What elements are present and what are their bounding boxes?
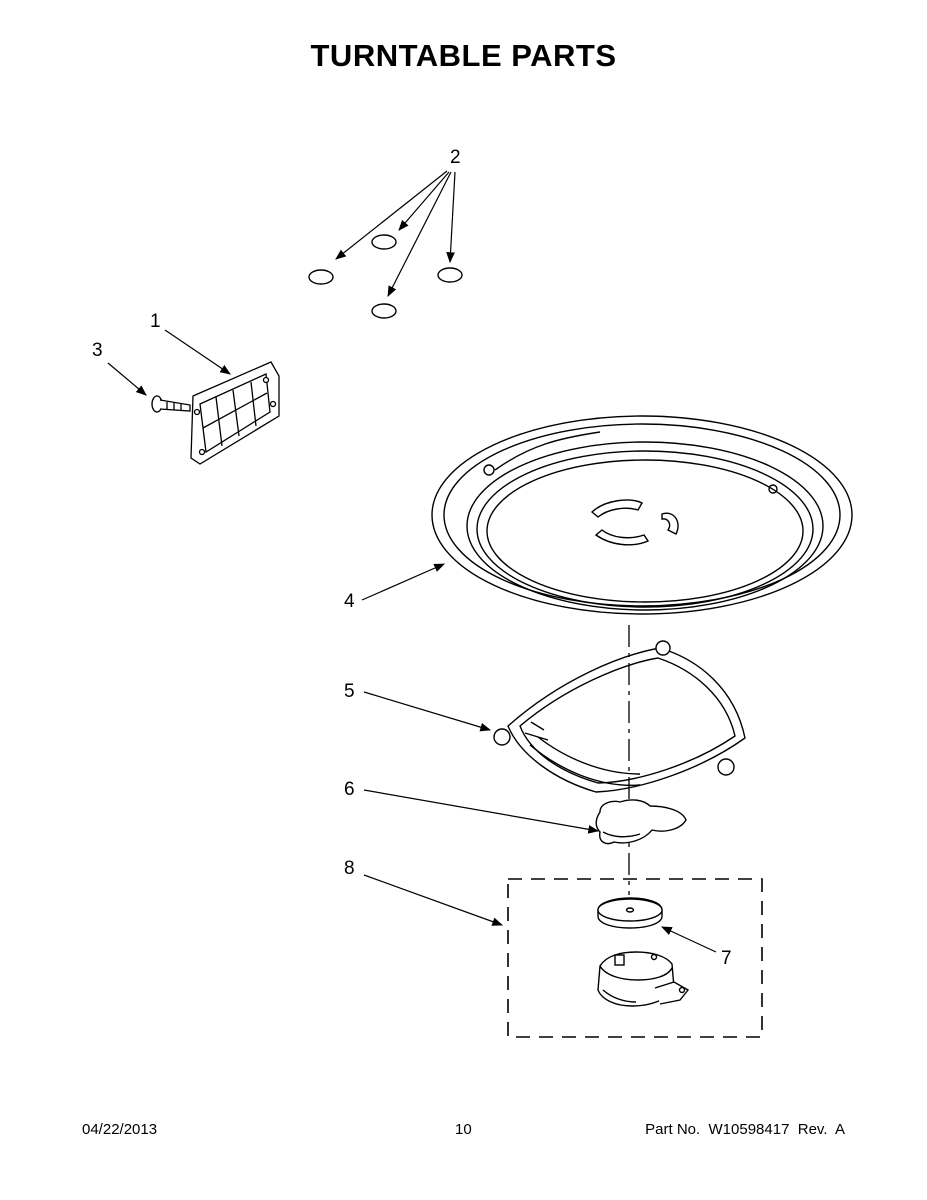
part-6-coupler	[595, 799, 687, 845]
part-1-cover	[190, 361, 280, 465]
callout-2-leaders	[335, 170, 456, 297]
footer-date: 04/22/2013	[82, 1121, 158, 1138]
part-4-turntable-tray	[431, 415, 853, 615]
callout-4: 4	[344, 591, 355, 612]
callout-3: 3	[92, 340, 103, 361]
turntable-motor	[597, 951, 690, 1007]
callout-5-leader	[363, 691, 492, 732]
callout-6: 6	[344, 779, 355, 800]
page-title: TURNTABLE PARTS	[310, 38, 617, 73]
callout-7-leader	[661, 926, 717, 953]
part-2-feet	[308, 234, 463, 319]
part-7-drive-disc	[597, 897, 663, 929]
callout-8: 8	[344, 858, 355, 879]
callout-7: 7	[721, 948, 732, 969]
part-8-motor-assembly-box	[507, 878, 763, 1038]
callout-1-leader	[164, 329, 231, 375]
callout-2: 2	[450, 147, 461, 168]
callout-1: 1	[150, 311, 161, 332]
callout-4-leader	[361, 563, 445, 601]
callout-8-leader	[363, 874, 504, 926]
footer-page-number: 10	[455, 1121, 472, 1138]
callout-6-leader	[363, 789, 600, 834]
callout-3-leader	[107, 362, 147, 396]
callout-5: 5	[344, 681, 355, 702]
footer-part-number: Part No. W10598417 Rev. A	[645, 1121, 845, 1138]
part-3-screw	[151, 395, 191, 413]
part-5-roller-support	[493, 640, 746, 793]
